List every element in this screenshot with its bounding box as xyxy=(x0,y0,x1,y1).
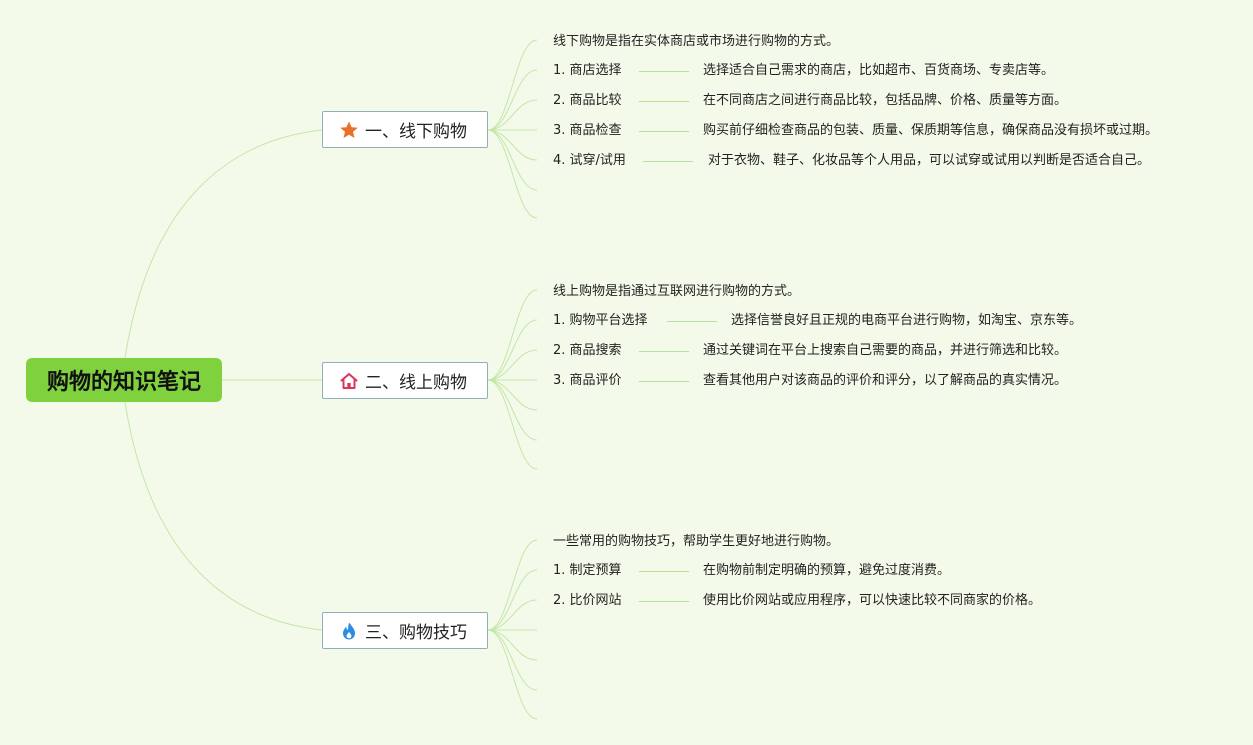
item-connector xyxy=(639,131,689,132)
connector-curve xyxy=(487,629,538,661)
item-label: 4. 试穿/试用 xyxy=(553,153,626,168)
item-connector xyxy=(639,351,689,352)
branch-shopping-tips[interactable]: 三、购物技巧 xyxy=(322,612,488,649)
item-label: 1. 商店选择 xyxy=(553,63,622,78)
item-description: 在不同商店之间进行商品比较，包括品牌、价格、质量等方面。 xyxy=(703,93,1068,108)
item-label: 2. 商品搜索 xyxy=(553,343,622,358)
connector-curve xyxy=(487,129,538,161)
connector-curve xyxy=(124,401,323,631)
flame-icon xyxy=(339,621,359,641)
branch-title: 三、购物技巧 xyxy=(365,623,467,643)
connector-curve xyxy=(487,629,538,691)
item-connector xyxy=(639,571,689,572)
item-description: 在购物前制定明确的预算，避免过度消费。 xyxy=(703,563,951,578)
star-icon xyxy=(339,120,359,140)
connector-curve xyxy=(487,69,538,131)
item-description: 购买前仔细检查商品的包装、质量、保质期等信息，确保商品没有损坏或过期。 xyxy=(703,123,1159,138)
item-connector xyxy=(667,321,717,322)
item-label: 2. 比价网站 xyxy=(553,593,622,608)
item-label: 3. 商品检查 xyxy=(553,123,622,138)
item-description: 查看其他用户对该商品的评价和评分，以了解商品的真实情况。 xyxy=(703,373,1068,388)
connector-curve xyxy=(487,599,538,631)
branch-online-shopping[interactable]: 二、线上购物 xyxy=(322,362,488,399)
branch-offline-shopping[interactable]: 一、线下购物 xyxy=(322,111,488,148)
branch-3-intro: 一些常用的购物技巧，帮助学生更好地进行购物。 xyxy=(553,534,840,549)
connector-curve xyxy=(487,379,538,441)
root-title: 购物的知识笔记 xyxy=(46,370,201,395)
item-description: 对于衣物、鞋子、化妆品等个人用品，可以试穿或试用以判断是否适合自己。 xyxy=(708,153,1151,168)
connector-curve xyxy=(487,99,538,131)
connector-curve xyxy=(487,319,538,381)
item-description: 使用比价网站或应用程序，可以快速比较不同商家的价格。 xyxy=(703,593,1042,608)
connector-curve xyxy=(487,539,538,631)
home-icon xyxy=(339,371,359,391)
connector-curve xyxy=(487,39,538,131)
connector-curve xyxy=(487,349,538,381)
connector-curve xyxy=(487,379,538,470)
item-description: 选择适合自己需求的商店，比如超市、百货商场、专卖店等。 xyxy=(703,63,1055,78)
item-connector xyxy=(643,161,693,162)
item-connector xyxy=(639,381,689,382)
root-topic[interactable]: 购物的知识笔记 xyxy=(26,358,222,402)
branch-title: 一、线下购物 xyxy=(365,122,467,142)
item-connector xyxy=(639,71,689,72)
connector-curve xyxy=(487,129,538,219)
item-connector xyxy=(639,601,689,602)
branch-2-intro: 线上购物是指通过互联网进行购物的方式。 xyxy=(553,284,801,299)
item-connector xyxy=(639,101,689,102)
connector-curve xyxy=(487,379,538,411)
item-label: 2. 商品比较 xyxy=(553,93,622,108)
branch-title: 二、线上购物 xyxy=(365,373,467,393)
item-label: 1. 制定预算 xyxy=(553,563,622,578)
branch-1-intro: 线下购物是指在实体商店或市场进行购物的方式。 xyxy=(553,34,840,49)
connector-curve xyxy=(487,629,538,720)
item-label: 1. 购物平台选择 xyxy=(553,313,648,328)
connector-curve xyxy=(124,129,323,359)
item-description: 通过关键词在平台上搜索自己需要的商品，并进行筛选和比较。 xyxy=(703,343,1068,358)
connector-curve xyxy=(487,289,538,381)
connector-curve xyxy=(487,129,538,191)
item-description: 选择信誉良好且正规的电商平台进行购物，如淘宝、京东等。 xyxy=(731,313,1083,328)
item-label: 3. 商品评价 xyxy=(553,373,622,388)
connector-curve xyxy=(487,569,538,631)
